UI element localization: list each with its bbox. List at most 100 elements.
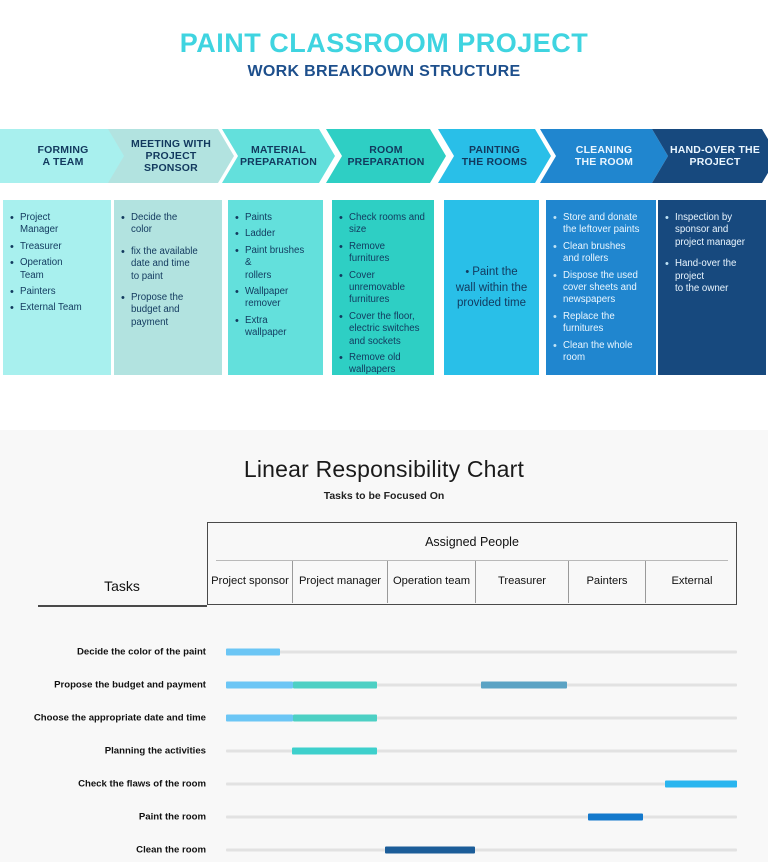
linear-responsibility-chart-section: Linear Responsibility Chart Tasks to be … [0,430,768,862]
phase-box-3: PaintsLadderPaint brushes & rollersWallp… [228,200,323,375]
task-label: Planning the activities [104,745,206,756]
assignment-bar[interactable] [588,813,643,820]
task-track [226,782,737,785]
phase-item: fix the available date and time to paint [121,245,215,283]
task-row: Choose the appropriate date and time [0,701,768,734]
task-row: Decide the color of the paint [0,635,768,668]
phase-item: Inspection by sponsor and project manage… [665,211,759,249]
assignment-bar[interactable] [293,681,377,688]
phase-item: Painters [10,285,104,300]
phase-item-list: Decide the color fix the available date a… [121,211,215,329]
assignment-bar[interactable] [226,681,293,688]
assignment-bar[interactable] [293,714,377,721]
phase-box-1: Project ManagerTreasurerOperation TeamPa… [3,200,111,375]
phase-item: Clean the whole room [553,339,649,365]
phase-item: Remove old wallpapers [339,351,427,375]
phase-item: Paints [235,211,316,226]
person-column-header[interactable]: External [671,575,713,588]
assigned-people-header: Assigned People [216,523,728,561]
chart-subtitle: Tasks to be Focused On [323,490,445,502]
person-column-header[interactable]: Treasurer [476,561,569,603]
phase-item: Replace the furnitures [553,310,649,336]
task-track [226,716,737,719]
page-subtitle: WORK BREAKDOWN STRUCTURE [247,63,521,80]
phase-item: Remove furnitures [339,240,427,266]
phase-box-body: Paint the wall within the provided time [444,200,539,375]
task-track [226,848,737,851]
tasks-underline [38,605,207,607]
phase-content-row: Project ManagerTreasurerOperation TeamPa… [0,183,768,378]
phase-item: Decide the color [121,211,215,237]
phase-item-list: Check rooms and sizeRemove furnitures Co… [339,211,427,375]
phase-box-body: Decide the color fix the available date a… [114,200,222,375]
phase-item: Clean brushes and rollers [553,240,649,266]
phase-box-7: Inspection by sponsor and project manage… [658,200,766,375]
phase-item: Ladder [235,227,316,242]
phase-item: Treasurer [10,240,104,255]
phase-item-list: Inspection by sponsor and project manage… [665,211,759,295]
assignment-bar[interactable] [481,681,567,688]
phase-item: Cover the floor, electric switches and s… [339,310,427,348]
work-breakdown-structure-section: PAINT CLASSROOM PROJECT WORK BREAKDOWN S… [0,0,768,430]
tasks-header: Tasks [104,578,140,594]
phase-box-body: Check rooms and sizeRemove furnitures Co… [332,200,434,375]
person-column-header[interactable]: Painters [569,561,646,603]
phase-item: Hand-over the project to the owner [665,257,759,295]
phase-item-list: Paint the wall within the provided time [451,265,532,312]
phase-item: Check rooms and size [339,211,427,237]
task-label: Check the flaws of the room [78,778,206,789]
task-row: Planning the activities [0,734,768,767]
task-label: Decide the color of the paint [77,646,206,657]
phase-item: Cover unremovable furnitures [339,269,427,307]
phase-box-5: Paint the wall within the provided time [444,200,539,375]
person-column-header[interactable]: Project manager [293,561,388,603]
assignment-bar[interactable] [385,846,475,853]
person-column-header[interactable]: Project sponsor [208,561,293,603]
phase-item: Paint the wall within the provided time [451,265,532,312]
phase-box-body: Inspection by sponsor and project manage… [658,200,766,375]
phase-item: Project Manager [10,211,104,237]
phase-item: Dispose the used cover sheets and newspa… [553,269,649,307]
assignment-bar[interactable] [226,648,280,655]
phase-item: Operation Team [10,256,104,282]
phase-box-6: Store and donate the leftover paintsClea… [546,200,656,375]
task-track [226,650,737,653]
chart-title: Linear Responsibility Chart [243,456,525,482]
phase-box-body: Project ManagerTreasurerOperation TeamPa… [3,200,111,375]
page-title: PAINT CLASSROOM PROJECT [179,28,589,58]
assignment-bar[interactable] [226,714,293,721]
task-label: Paint the room [138,811,206,822]
phase-item-list: PaintsLadderPaint brushes & rollersWallp… [235,211,316,340]
phase-box-2: Decide the color fix the available date a… [114,200,222,375]
phase-item: Wallpaper remover [235,285,316,311]
assignment-bar[interactable] [665,780,737,787]
phase-item: Extra wallpaper [235,314,316,340]
person-column-header[interactable]: Operation team [388,561,476,603]
phase-item-list: Project ManagerTreasurerOperation TeamPa… [10,211,104,316]
task-label: Choose the appropriate date and time [33,712,206,723]
task-row: Paint the room [0,800,768,833]
task-label: Clean the room [136,844,206,855]
assignment-bar[interactable] [292,747,377,754]
phase-item-list: Store and donate the leftover paintsClea… [553,211,649,365]
phase-box-4: Check rooms and sizeRemove furnitures Co… [332,200,434,375]
task-row: Check the flaws of the room [0,767,768,800]
task-label: Propose the budget and payment [54,679,206,690]
